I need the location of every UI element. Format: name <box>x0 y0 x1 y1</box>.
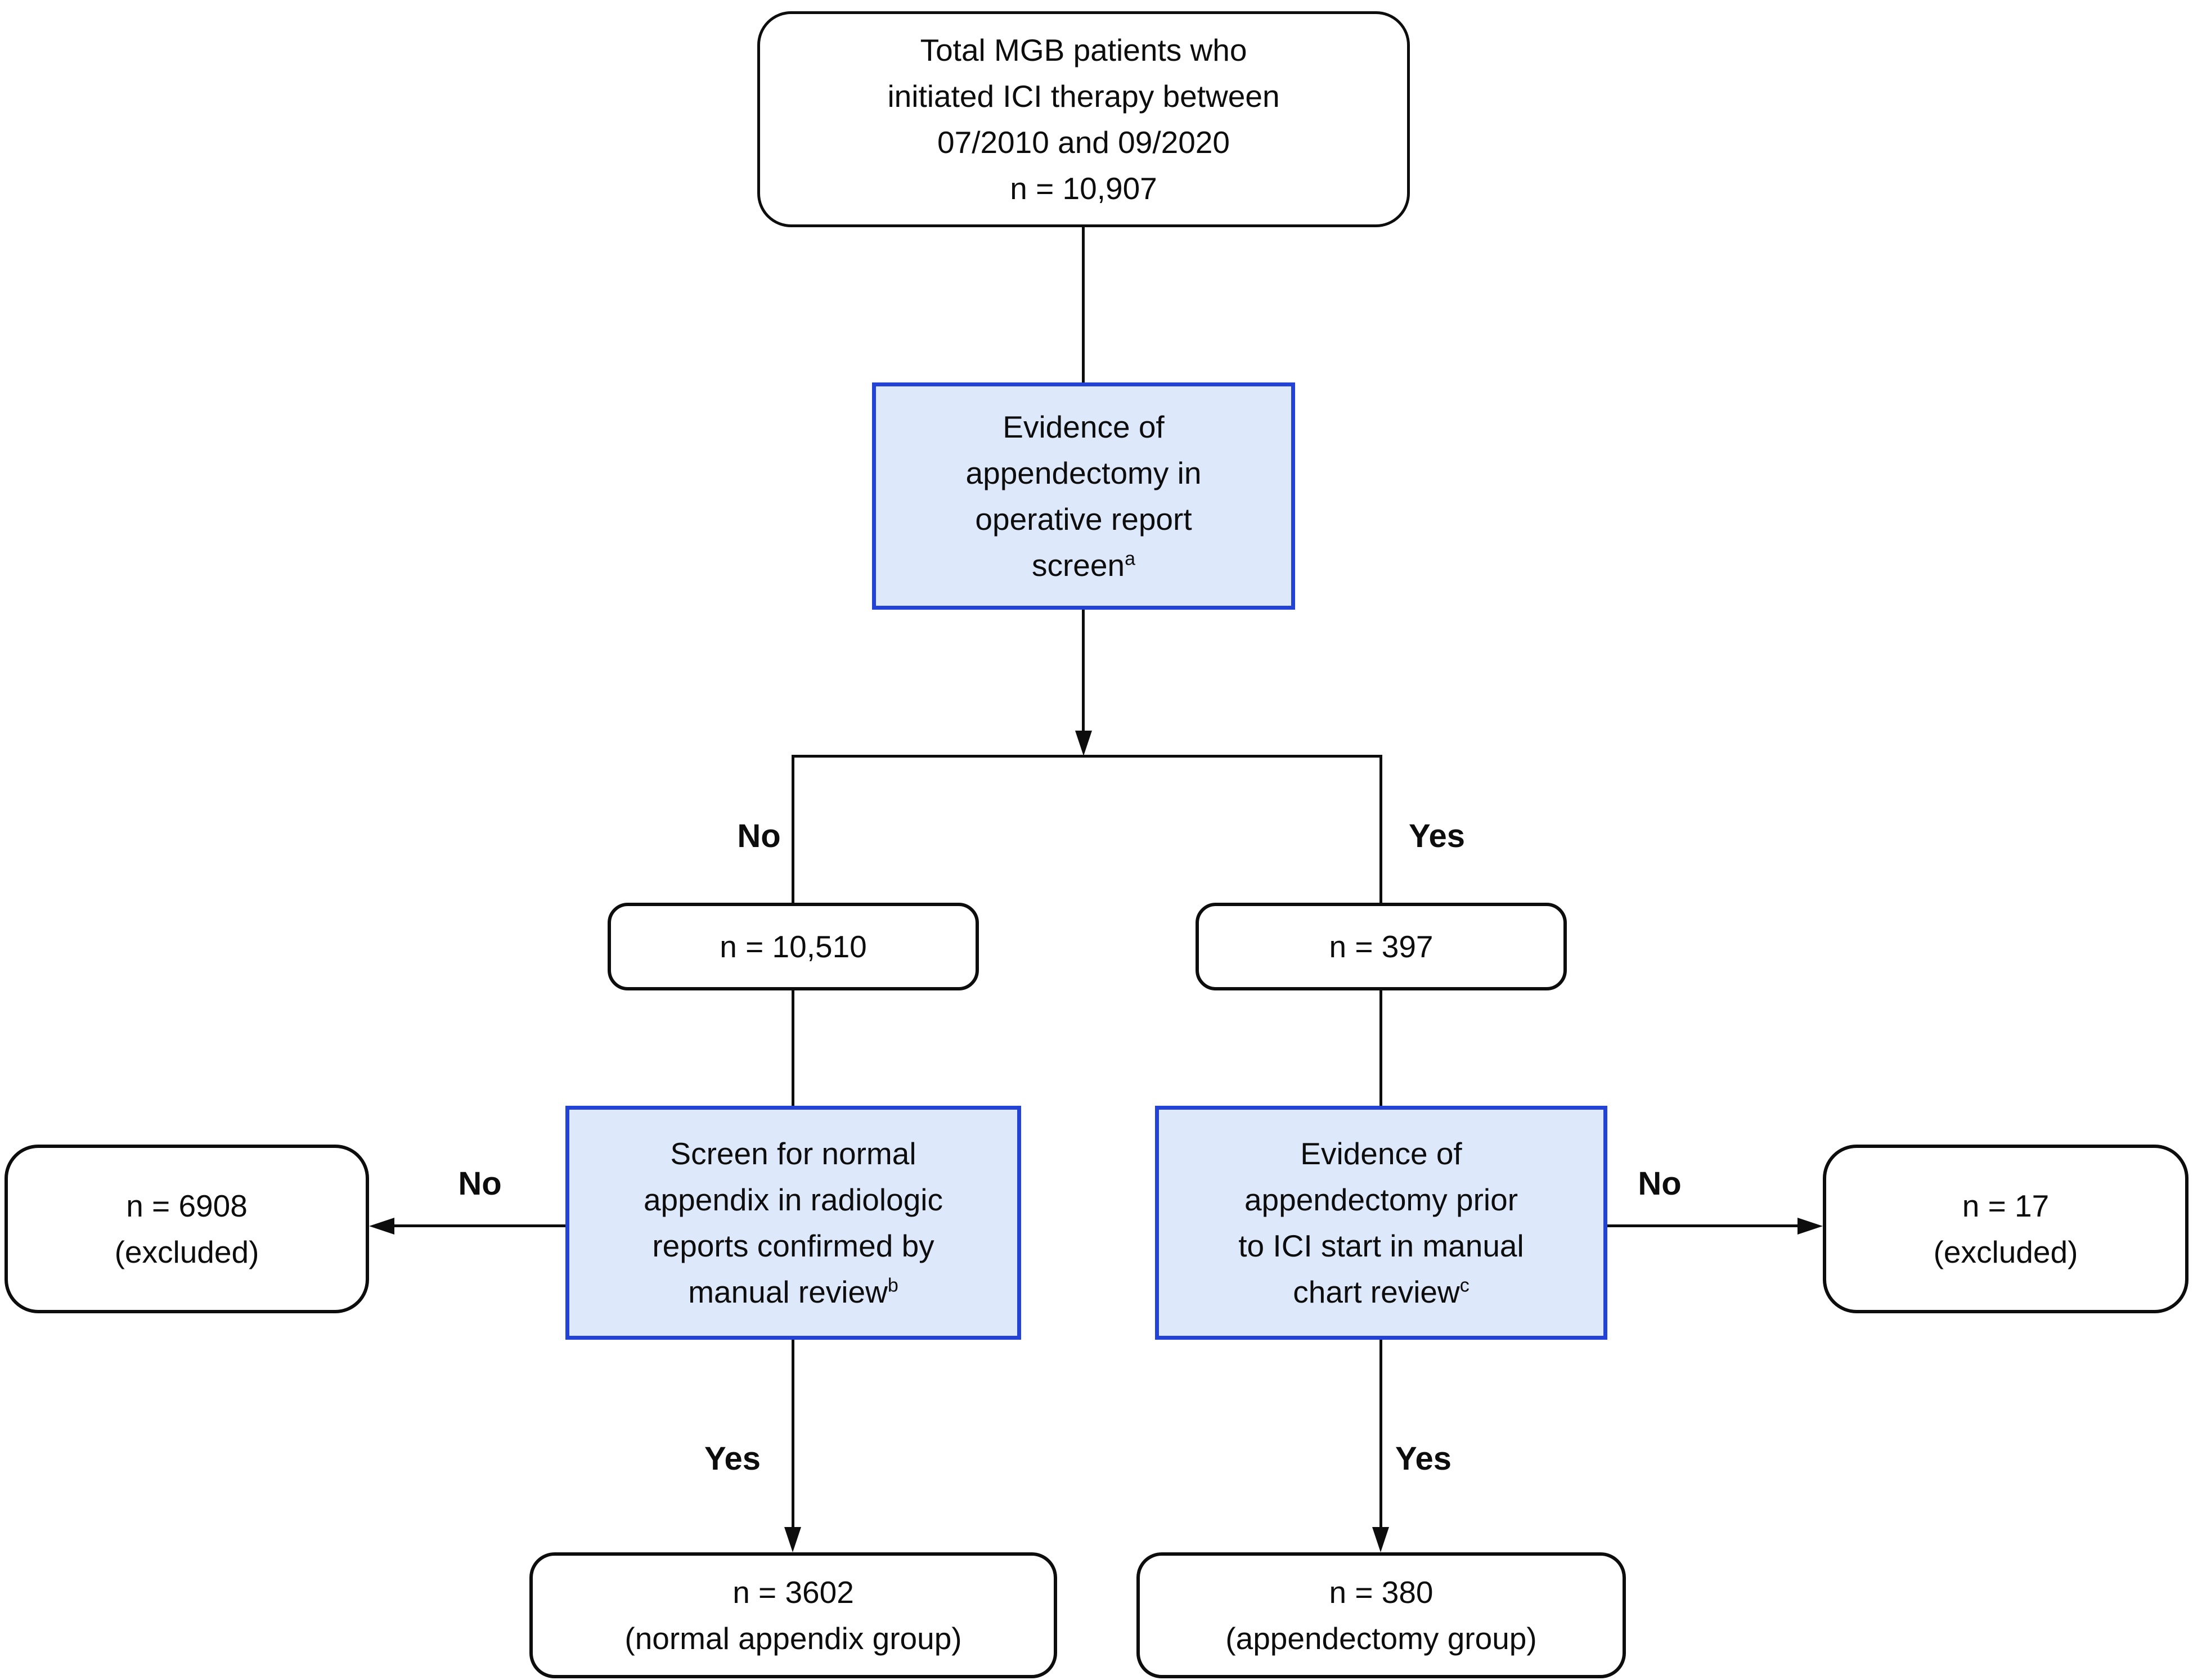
connector-radiology-to-excluded <box>394 1224 565 1227</box>
box-text-line: (excluded) <box>1933 1235 2078 1269</box>
branch2-left-yes-label: Yes <box>704 1440 761 1477</box>
branch-split-line <box>792 755 1382 758</box>
box-text-line: to ICI start in manual <box>1238 1228 1524 1263</box>
patient-count: n = 17 <box>1962 1188 2050 1223</box>
box-text-line: Evidence of <box>1003 409 1165 444</box>
box-text-line: reports confirmed by <box>652 1228 934 1263</box>
group-name: (normal appendix group) <box>624 1621 962 1656</box>
box-text-line: Evidence of <box>1300 1136 1462 1171</box>
radiology-screen-box: Screen for normal appendix in radiologic… <box>565 1106 1021 1340</box>
box-text-line: appendix in radiologic <box>643 1182 943 1217</box>
patient-count: n = 10,510 <box>720 929 867 964</box>
patient-count: n = 10,907 <box>1010 171 1157 206</box>
box-text-line: chart reviewc <box>1293 1274 1470 1309</box>
total-patients-box: Total MGB patients who initiated ICI the… <box>757 11 1410 227</box>
split-down-arrowhead <box>1075 731 1092 756</box>
yes-count-box: n = 397 <box>1196 903 1567 990</box>
appendectomy-group-box: n = 380 (appendectomy group) <box>1136 1552 1626 1678</box>
operative-report-screen-box: Evidence of appendectomy in operative re… <box>872 382 1295 610</box>
branch2-right-yes-label: Yes <box>1395 1440 1451 1477</box>
box-text-line: (excluded) <box>114 1235 259 1269</box>
patient-count: n = 397 <box>1329 929 1433 964</box>
patient-count: n = 380 <box>1329 1575 1433 1610</box>
box-text-line: appendectomy prior <box>1244 1182 1518 1217</box>
normal-appendix-group-box: n = 3602 (normal appendix group) <box>529 1552 1057 1678</box>
box-text-line: 07/2010 and 09/2020 <box>937 125 1230 160</box>
box-text-line: manual reviewb <box>688 1274 898 1309</box>
box-text-line: operative report <box>975 502 1192 537</box>
no-count-box: n = 10,510 <box>608 903 979 990</box>
connector-chart-review-to-appendectomy <box>1379 1340 1382 1527</box>
excluded-right-arrowhead <box>1797 1218 1823 1235</box>
chart-review-box: Evidence of appendectomy prior to ICI st… <box>1155 1106 1607 1340</box>
box-text-line: Total MGB patients who <box>920 33 1247 67</box>
appendectomy-arrowhead <box>1372 1527 1389 1552</box>
normal-appendix-arrowhead <box>784 1527 801 1552</box>
box-text-line: appendectomy in <box>965 456 1202 490</box>
footnote-marker-c: c <box>1459 1274 1470 1296</box>
connector-yes-count-to-chart-review <box>1379 990 1382 1106</box>
box-text-line: screena <box>1031 548 1135 583</box>
patient-count: n = 6908 <box>126 1188 248 1223</box>
excluded-left-box: n = 6908 (excluded) <box>5 1145 369 1313</box>
box-text-line: Screen for normal <box>670 1136 916 1171</box>
connector-top-to-operative-screen <box>1082 227 1085 382</box>
connector-split-to-no-count <box>792 755 794 903</box>
branch2-left-no-label: No <box>458 1165 502 1202</box>
connector-chart-review-to-excluded <box>1607 1224 1797 1227</box>
footnote-marker-a: a <box>1125 548 1135 570</box>
connector-radiology-to-normal-appendix <box>792 1340 794 1527</box>
connector-operative-screen-to-split <box>1082 610 1085 731</box>
connector-split-to-yes-count <box>1379 755 1382 903</box>
box-text-line: initiated ICI therapy between <box>887 79 1280 114</box>
excluded-right-box: n = 17 (excluded) <box>1823 1145 2188 1313</box>
group-name: (appendectomy group) <box>1225 1621 1537 1656</box>
connector-no-count-to-radiology-screen <box>792 990 794 1106</box>
branch1-no-label: No <box>737 818 781 854</box>
excluded-left-arrowhead <box>369 1218 394 1235</box>
footnote-marker-b: b <box>887 1274 898 1296</box>
branch1-yes-label: Yes <box>1409 818 1465 854</box>
patient-count: n = 3602 <box>733 1575 854 1610</box>
branch2-right-no-label: No <box>1638 1165 1682 1202</box>
